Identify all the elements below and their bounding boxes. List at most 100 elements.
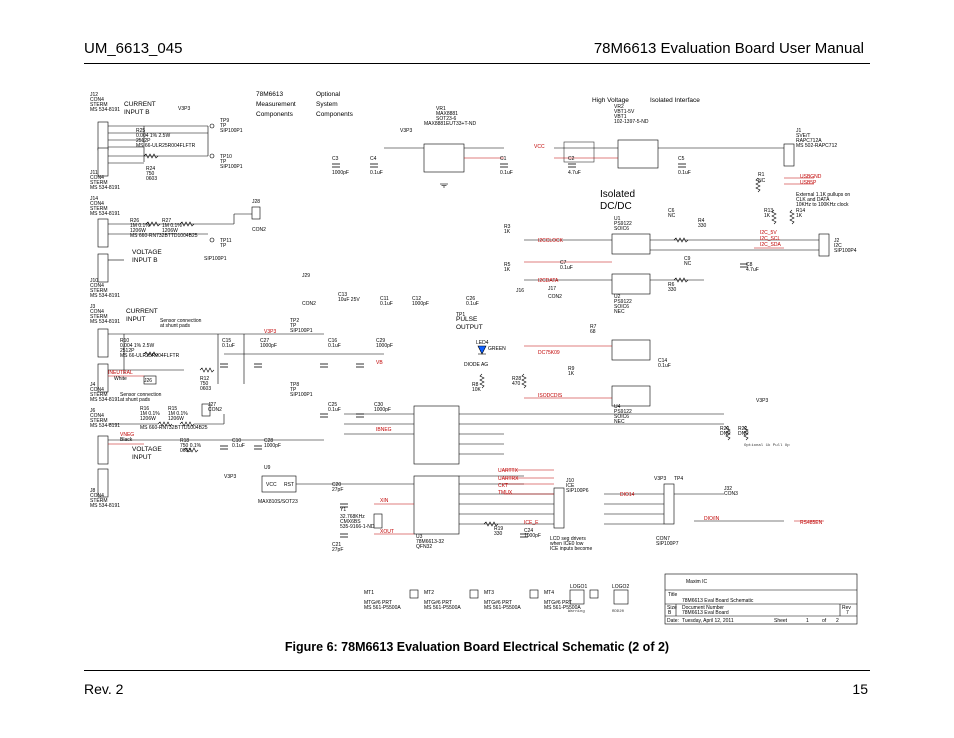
r2627-pn: MS 660-RN732BTTD1004B25 bbox=[130, 233, 198, 239]
c20-ref: C20 bbox=[332, 482, 341, 488]
sense-a1: Sensor connection bbox=[160, 318, 202, 324]
mt4-ref: MT4 bbox=[544, 590, 554, 596]
u4-type: PS9122 bbox=[614, 409, 632, 415]
u2-type: PS9122 bbox=[614, 299, 632, 305]
ext-1: External 1.1K pullups on bbox=[796, 192, 850, 198]
c5-ref: C5 bbox=[678, 156, 685, 162]
j2-a: I2C bbox=[834, 243, 842, 249]
conn-j4-ref: J4 bbox=[90, 382, 96, 388]
led4-ref: LED4 bbox=[476, 340, 489, 346]
conn-j12-pn: MS 534-8191 bbox=[90, 107, 120, 113]
mt3-pn: MS 561-P5500A bbox=[484, 605, 521, 611]
dc75k09-label: DC75K09 bbox=[538, 350, 560, 356]
c15-val: 0.1uF bbox=[222, 343, 235, 349]
sense-b2: at shunt pads bbox=[120, 397, 151, 403]
doc-id: UM_6613_045 bbox=[84, 40, 183, 57]
schematic-figure: J12 CON4 STERM MS 534-8191 J11 CON4 STER… bbox=[84, 84, 870, 626]
opt-pull-label: Optional 1k Pull Up bbox=[744, 443, 790, 448]
sec-isodc2: DC/DC bbox=[600, 201, 632, 212]
mt2-part: MTG#6 PRT bbox=[424, 600, 452, 606]
tp8-type: TP bbox=[290, 387, 297, 393]
r14-val: 1K bbox=[796, 213, 803, 219]
c29-ref: C29 bbox=[376, 338, 385, 344]
v3p3-red: V3P3 bbox=[264, 329, 276, 335]
r7-ref: R7 bbox=[590, 324, 597, 330]
conn-j14-type: CON4 bbox=[90, 201, 104, 207]
tp4-ref: TP4 bbox=[674, 476, 683, 482]
c27-val: 1000pF bbox=[260, 343, 277, 349]
conn-j6-p: STERM bbox=[90, 418, 108, 424]
tp9-type: TP bbox=[220, 123, 227, 129]
conn-j10-ref: J10 bbox=[90, 278, 98, 284]
conn-j4-type: CON4 bbox=[90, 387, 104, 393]
led4-color: GREEN bbox=[488, 346, 506, 352]
tb-size-label: Size bbox=[667, 605, 677, 611]
c25-val: 0.1uF bbox=[328, 407, 341, 413]
conn-j11-ref: J11 bbox=[90, 170, 98, 176]
r27-val: 1M 0.1% bbox=[162, 223, 182, 229]
u2-pkg: SOIC6 bbox=[614, 304, 629, 310]
r10-ref: R10 bbox=[120, 338, 129, 344]
conn-j8-ref: J8 bbox=[90, 488, 96, 494]
vr1-a: MAX8881 bbox=[436, 111, 458, 117]
r28-ref: R28 bbox=[512, 376, 521, 382]
u1-ref: U1 bbox=[614, 216, 621, 222]
u9-ref: U9 bbox=[264, 465, 271, 471]
r24-ref: R24 bbox=[146, 166, 155, 172]
conn-j8-pn: MS 534-8191 bbox=[90, 503, 120, 509]
r13-ref: R13 bbox=[764, 208, 773, 214]
r16-ref: R16 bbox=[140, 406, 149, 412]
tb-company: Maxim IC bbox=[686, 579, 708, 585]
j1-b: RAPC712A bbox=[796, 138, 822, 144]
u1-pkg: SOIC6 bbox=[614, 226, 629, 232]
j26-ref: J26 bbox=[144, 378, 152, 384]
r28-val: 470 bbox=[512, 381, 521, 387]
c14-val: 0.1uF bbox=[658, 363, 671, 369]
r22-ref: R22 bbox=[738, 426, 747, 432]
tp11-pn: SIP100P1 bbox=[204, 256, 227, 262]
c30-val: 1000pF bbox=[374, 407, 391, 413]
c6-ref: C6 bbox=[668, 208, 675, 214]
black-label: Black bbox=[120, 437, 133, 443]
mt2-ref: MT2 bbox=[424, 590, 434, 596]
r6-val: 330 bbox=[668, 287, 677, 293]
conn-j6-type: CON4 bbox=[90, 413, 104, 419]
j10-ref: J10 bbox=[566, 478, 574, 484]
conn-j14-pn: MS 534-8191 bbox=[90, 211, 120, 217]
rs485en-label: RS485EN bbox=[800, 520, 823, 526]
con7-ref: CON7 bbox=[656, 536, 670, 542]
vr2-b: VBT1 bbox=[614, 114, 627, 120]
conn-j6-pn: MS 534-8191 bbox=[90, 423, 120, 429]
mt1-pn: MS 561-P5500A bbox=[364, 605, 401, 611]
c8-ref: C8 bbox=[746, 262, 753, 268]
c11-ref: C11 bbox=[380, 296, 389, 302]
vr2-c: 102-1397-5-ND bbox=[614, 119, 649, 125]
conn-j12-ref: J12 bbox=[90, 92, 98, 98]
j10-b: SIP100P6 bbox=[566, 488, 589, 494]
r24-val: 750 bbox=[146, 171, 155, 177]
dio14-label: DIO14 bbox=[620, 492, 635, 498]
u3-pkg: QFN32 bbox=[416, 544, 432, 550]
j17-ref: J17 bbox=[548, 286, 556, 292]
j28-ref: J28 bbox=[252, 199, 260, 205]
sec-current-b2: INPUT B bbox=[124, 109, 150, 116]
u4-ref: U4 bbox=[614, 404, 621, 410]
i2cdata-label: I2CDATA bbox=[538, 278, 559, 284]
sec-voltage2: INPUT bbox=[132, 454, 152, 461]
sense-b1: Sensor connection bbox=[120, 392, 162, 398]
usbgnd-label: USBGND bbox=[800, 174, 822, 180]
vneg-label: VNEG bbox=[120, 432, 134, 438]
tb-of-val: 2 bbox=[836, 618, 839, 624]
r1615-pn: MS 660-RN732BTTD1004B25 bbox=[140, 425, 208, 431]
lcd-1: LCD seg drivers bbox=[550, 536, 586, 542]
c16-val: 0.1uF bbox=[328, 343, 341, 349]
c26-val: 0.1uF bbox=[466, 301, 479, 307]
sec-opt2: System bbox=[316, 101, 338, 108]
conn-j3-ref: J3 bbox=[90, 304, 96, 310]
conn-j4-p: STERM bbox=[90, 392, 108, 398]
diodn-label: DIO/IN bbox=[704, 516, 720, 522]
sec-opt3: Components bbox=[316, 111, 354, 118]
c5-val: 0.1uF bbox=[678, 170, 691, 176]
sec-pulse: PULSE bbox=[456, 316, 478, 323]
tp9-pn: SIP100P1 bbox=[220, 128, 243, 134]
